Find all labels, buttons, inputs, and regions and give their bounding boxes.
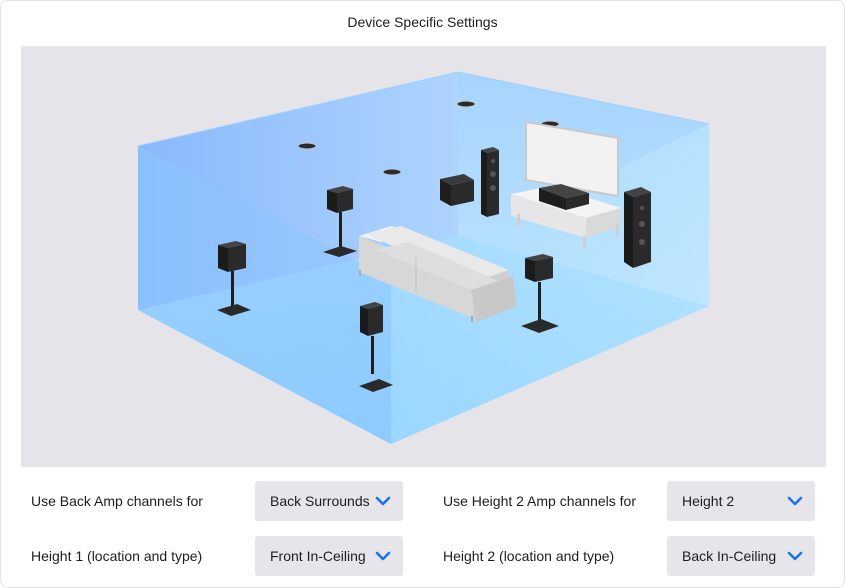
- tower-speaker-right: [624, 187, 651, 268]
- chevron-down-icon: [787, 496, 803, 506]
- chevron-down-icon: [787, 551, 803, 561]
- height2-amp-value: Height 2: [682, 493, 735, 509]
- height1-location-value: Front In-Ceiling: [270, 548, 366, 564]
- height1-location-label: Height 1 (location and type): [31, 548, 203, 564]
- stand-speaker-front-left: [359, 302, 393, 392]
- height1-location-select[interactable]: Front In-Ceiling: [255, 536, 403, 576]
- ceiling-speaker: [382, 168, 402, 176]
- stand-speaker-left: [217, 241, 251, 316]
- stand-speaker-right: [521, 254, 559, 333]
- sofa: [359, 226, 517, 322]
- back-amp-select[interactable]: Back Surrounds: [255, 481, 403, 521]
- tower-speaker-left: [481, 147, 499, 217]
- height2-amp-select[interactable]: Height 2: [667, 481, 815, 521]
- projection-screen: [525, 120, 619, 198]
- room-illustration: [21, 46, 826, 467]
- height2-location-value: Back In-Ceiling: [682, 548, 777, 564]
- back-amp-label: Use Back Amp channels for: [31, 493, 203, 509]
- room-diagram: [137, 71, 710, 444]
- ceiling-speaker: [297, 142, 317, 150]
- ceiling-speaker: [456, 100, 476, 108]
- height2-amp-label: Use Height 2 Amp channels for: [443, 493, 636, 509]
- height2-location-select[interactable]: Back In-Ceiling: [667, 536, 815, 576]
- stand-speaker-back-left: [323, 186, 357, 257]
- chevron-down-icon: [375, 496, 391, 506]
- window-title: Device Specific Settings: [347, 14, 498, 30]
- subwoofer: [440, 174, 474, 206]
- chevron-down-icon: [375, 551, 391, 561]
- back-amp-value: Back Surrounds: [270, 493, 370, 509]
- height2-location-label: Height 2 (location and type): [443, 548, 615, 564]
- front-left-wall: [138, 146, 391, 444]
- center-speaker: [539, 184, 589, 210]
- tv-stand: [511, 186, 621, 250]
